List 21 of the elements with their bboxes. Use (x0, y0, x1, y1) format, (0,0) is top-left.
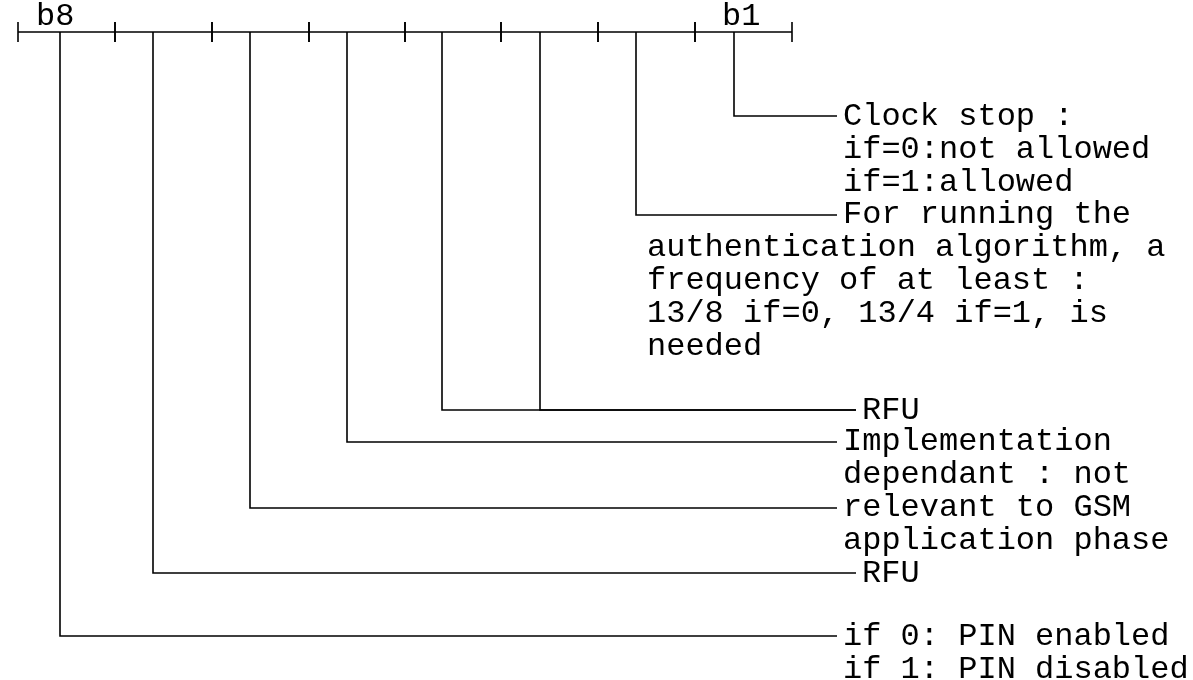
bit-description: if 0: PIN enabled if 1: PIN disabled (843, 620, 1193, 680)
bit-description: RFU (862, 557, 982, 590)
bit-label: b8 (36, 0, 75, 33)
leader-line (346, 31, 838, 443)
bit-cell (211, 21, 310, 43)
leader-line (441, 31, 857, 411)
leader-line (635, 31, 838, 216)
bit-cell (308, 21, 406, 43)
bit-description: Clock stop : if=0:not allowed if=1:allowed (843, 100, 1163, 199)
bit-cell (404, 21, 502, 43)
bit-description: For running the authentication algorithm, a frequency of at least : 13/8 if=0, 13/4 if=1, is needed (647, 198, 1177, 363)
bit-cell (597, 21, 696, 43)
bit-description: Implementation dependant : not relevant to GSM application phase (843, 425, 1178, 557)
leader-line (249, 31, 838, 509)
bit-description: RFU (862, 394, 982, 427)
leader-line (152, 31, 857, 574)
leader-line (733, 31, 838, 117)
leader-line (59, 31, 838, 637)
bit-label: b1 (722, 0, 761, 33)
bit-cell (114, 21, 213, 43)
bit-cell (500, 21, 599, 43)
